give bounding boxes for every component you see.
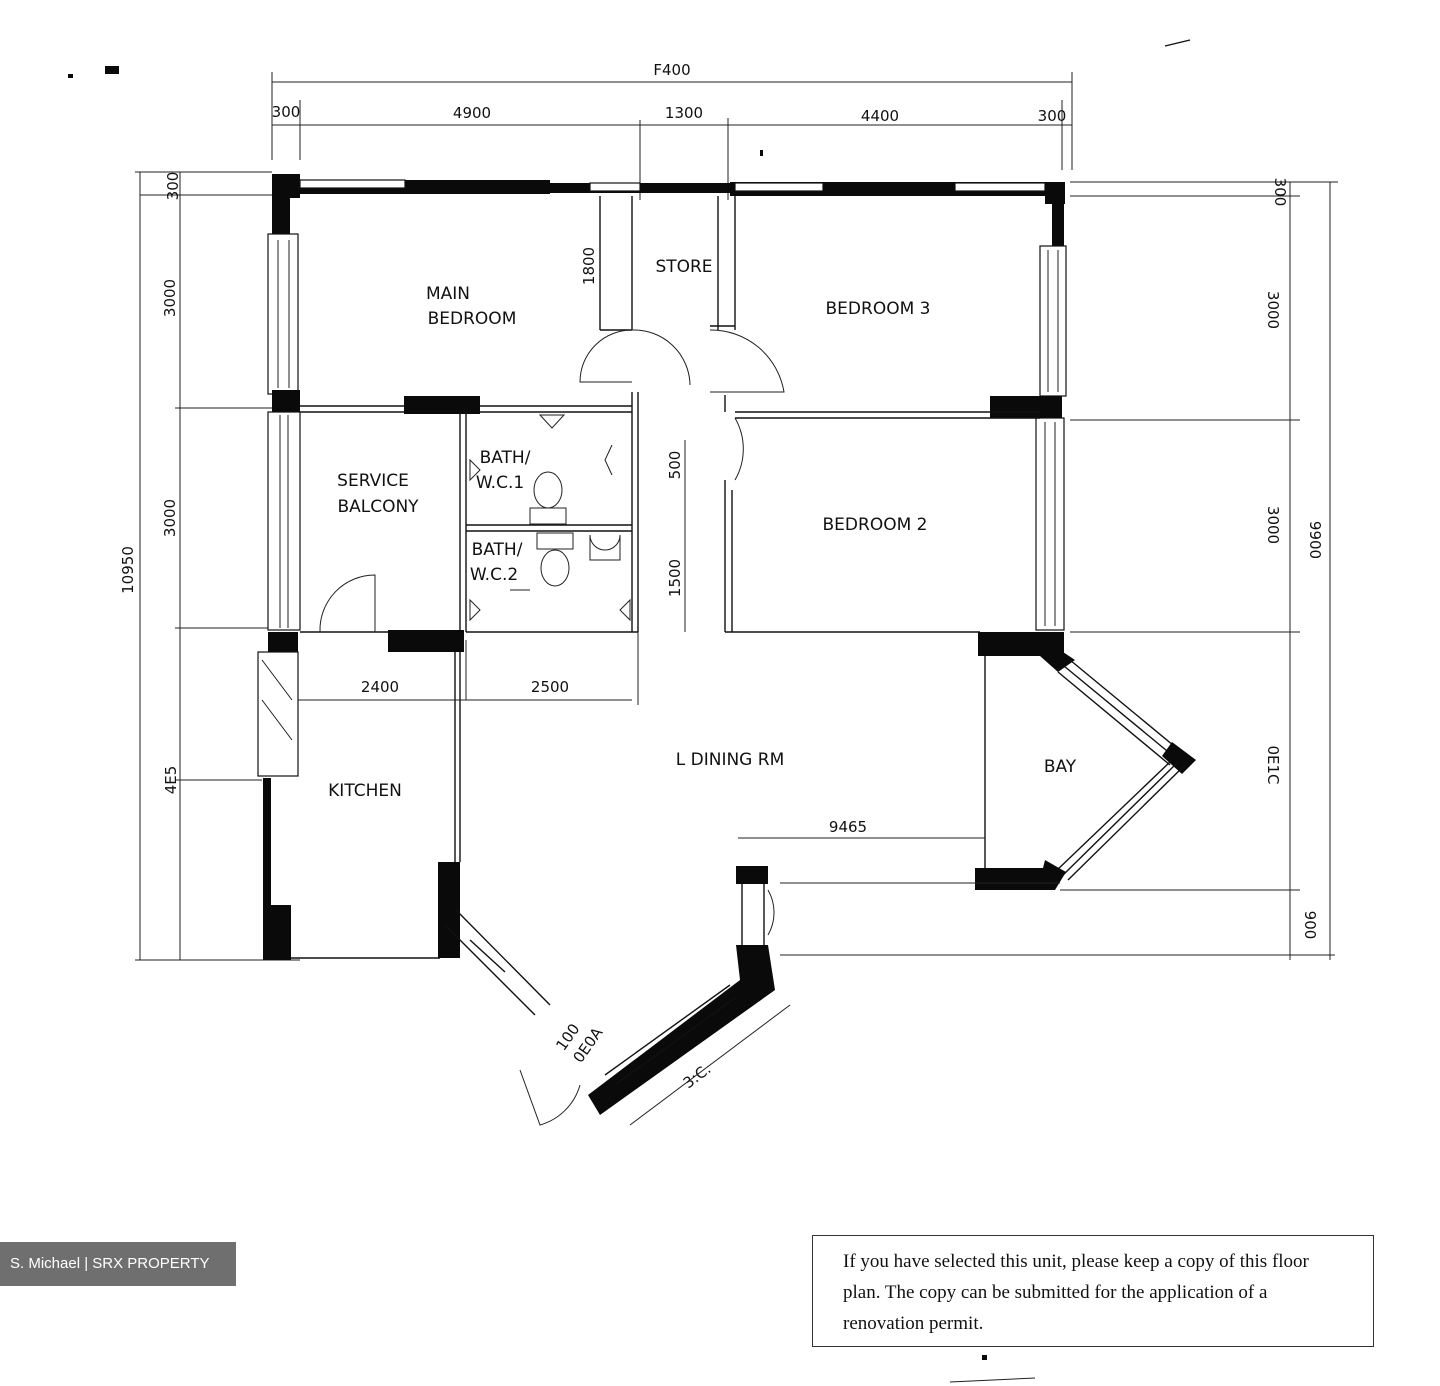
main-bedroom-label: MAIN: [426, 284, 470, 304]
watermark-badge: S. Michael | SRX PROPERTY: [0, 1242, 236, 1286]
interior-dimensions: 1800 500 1500 2400 2500 9465 100 0E0A 3:…: [298, 247, 1060, 1126]
dim-left-top: 300: [164, 172, 182, 201]
fixtures: [469, 414, 631, 622]
bedroom3-label: BEDROOM 3: [826, 299, 931, 319]
scan-marks: [68, 39, 1191, 1383]
interior-walls: [300, 196, 1040, 862]
exterior-walls: [257, 174, 1196, 1115]
dim-top-left-end: 300: [272, 103, 301, 121]
dim-bottom-entry: 3:C.: [680, 1060, 715, 1092]
renovation-note: If you have selected this unit, please k…: [812, 1235, 1374, 1347]
bay-label: BAY: [1044, 757, 1077, 777]
toilet-1-icon: [533, 471, 563, 509]
dim-left-1: 3000: [161, 279, 179, 317]
dim-top-store: 1300: [665, 104, 703, 122]
dim-bath2-depth: 1500: [666, 559, 684, 597]
top-dimensions: F400 300 4900 1300 4400 300: [271, 61, 1073, 200]
bath2-label-2: W.C.2: [470, 565, 518, 585]
dim-right-1: 3000: [1264, 291, 1282, 329]
store-label: STORE: [655, 257, 712, 277]
dim-bay-width: 9465: [829, 818, 867, 836]
bath2-label: BATH/: [472, 540, 523, 560]
dim-right-top: 300: [1271, 178, 1289, 207]
dim-right-total: 9900: [1306, 521, 1324, 559]
left-dimensions: 300 3000 3000 10950 4E5: [119, 171, 300, 961]
dim-right-4: 900: [1301, 911, 1319, 940]
dim-left-total: 10950: [119, 546, 137, 594]
dim-right-3: 0E1C: [1264, 745, 1282, 784]
doors: [319, 329, 785, 1126]
dim-bath1-depth: 500: [666, 451, 684, 480]
dim-left-3: 4E5: [162, 766, 180, 795]
dim-living-width: 2500: [531, 678, 569, 696]
dim-right-2: 3000: [1264, 506, 1282, 544]
dim-top-total: F400: [653, 61, 690, 79]
shower-icon: [604, 444, 613, 476]
dim-top-right-end: 300: [1038, 107, 1067, 125]
service-balcony-label-2: BALCONY: [337, 497, 419, 517]
bath1-label: BATH/: [480, 448, 531, 468]
toilet-2-icon: [540, 549, 570, 587]
right-dimensions: 300 3000 3000 9900 0E1C 900: [780, 178, 1338, 960]
service-balcony-label: SERVICE: [337, 471, 409, 491]
dim-kitchen-width: 2400: [361, 678, 399, 696]
main-bedroom-label-2: BEDROOM: [428, 309, 517, 329]
dim-store-depth: 1800: [580, 247, 598, 285]
bath1-label-2: W.C.1: [476, 473, 524, 493]
bedroom2-label: BEDROOM 2: [823, 515, 928, 535]
room-labels: MAIN BEDROOM STORE BEDROOM 3 SERVICE BAL…: [328, 257, 1077, 801]
living-dining-label: L DINING RM: [676, 750, 784, 770]
dim-left-2: 3000: [161, 499, 179, 537]
dim-top-main: 4900: [453, 104, 491, 122]
kitchen-label: KITCHEN: [328, 781, 402, 801]
dim-top-bed3: 4400: [861, 107, 899, 125]
basin-icon: [589, 534, 621, 561]
